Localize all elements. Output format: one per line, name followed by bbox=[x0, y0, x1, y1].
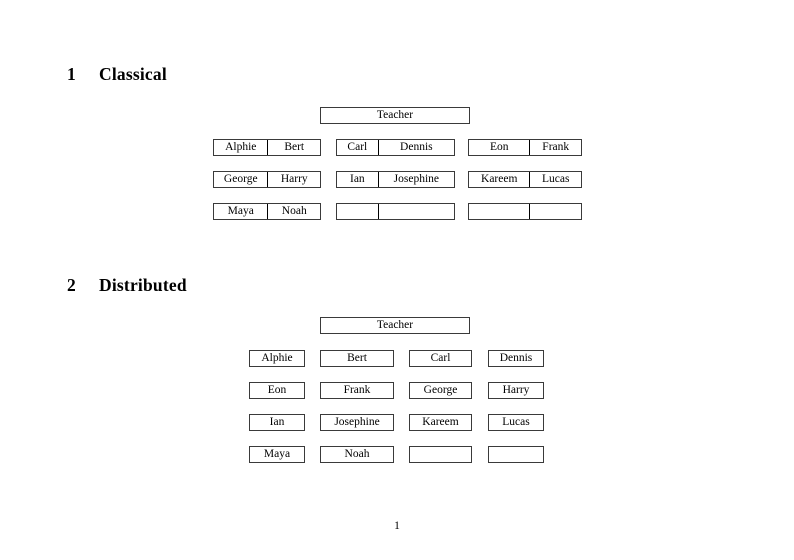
student-box-empty bbox=[488, 446, 544, 463]
student-box: Lucas bbox=[488, 414, 544, 431]
section-heading-distributed: 2 Distributed bbox=[67, 275, 187, 295]
student-cell: Ian bbox=[337, 172, 378, 187]
student-box: Noah bbox=[320, 446, 394, 463]
student-cell: Noah bbox=[267, 204, 320, 219]
student-cell: Eon bbox=[469, 140, 530, 155]
student-cell-empty bbox=[377, 204, 454, 219]
student-pair-row: Carl Dennis bbox=[336, 139, 455, 156]
student-cell-empty bbox=[529, 204, 581, 219]
student-box: Alphie bbox=[249, 350, 305, 367]
student-cell: George bbox=[214, 172, 268, 187]
student-cell: Frank bbox=[529, 140, 581, 155]
student-box: Maya bbox=[249, 446, 305, 463]
student-box: Dennis bbox=[488, 350, 544, 367]
student-cell: Harry bbox=[267, 172, 320, 187]
student-box: Bert bbox=[320, 350, 394, 367]
section-number: 1 bbox=[67, 64, 76, 84]
student-cell: Kareem bbox=[469, 172, 530, 187]
section-title: Classical bbox=[99, 64, 167, 84]
section-number: 2 bbox=[67, 275, 76, 295]
student-pair-row-empty bbox=[468, 203, 582, 220]
student-cell: Lucas bbox=[529, 172, 581, 187]
section-title: Distributed bbox=[99, 275, 187, 295]
student-cell: Josephine bbox=[377, 172, 454, 187]
student-box: Josephine bbox=[320, 414, 394, 431]
student-box: Frank bbox=[320, 382, 394, 399]
student-pair-row: Kareem Lucas bbox=[468, 171, 582, 188]
student-cell: Alphie bbox=[214, 140, 268, 155]
student-cell-empty bbox=[469, 204, 530, 219]
student-pair-row-empty bbox=[336, 203, 455, 220]
student-pair-row: Maya Noah bbox=[213, 203, 321, 220]
student-box-empty bbox=[409, 446, 472, 463]
student-cell: Bert bbox=[267, 140, 320, 155]
page-number: 1 bbox=[394, 520, 400, 532]
student-box: Carl bbox=[409, 350, 472, 367]
teacher-box-classical: Teacher bbox=[320, 107, 470, 124]
student-box: George bbox=[409, 382, 472, 399]
student-cell: Carl bbox=[337, 140, 378, 155]
student-pair-row: George Harry bbox=[213, 171, 321, 188]
student-pair-row: Eon Frank bbox=[468, 139, 582, 156]
student-box: Eon bbox=[249, 382, 305, 399]
teacher-box-distributed: Teacher bbox=[320, 317, 470, 334]
student-pair-row: Alphie Bert bbox=[213, 139, 321, 156]
student-box: Ian bbox=[249, 414, 305, 431]
student-cell: Maya bbox=[214, 204, 268, 219]
section-heading-classical: 1 Classical bbox=[67, 64, 167, 84]
student-pair-row: Ian Josephine bbox=[336, 171, 455, 188]
student-cell: Dennis bbox=[377, 140, 454, 155]
student-box: Kareem bbox=[409, 414, 472, 431]
student-box: Harry bbox=[488, 382, 544, 399]
student-cell-empty bbox=[337, 204, 378, 219]
